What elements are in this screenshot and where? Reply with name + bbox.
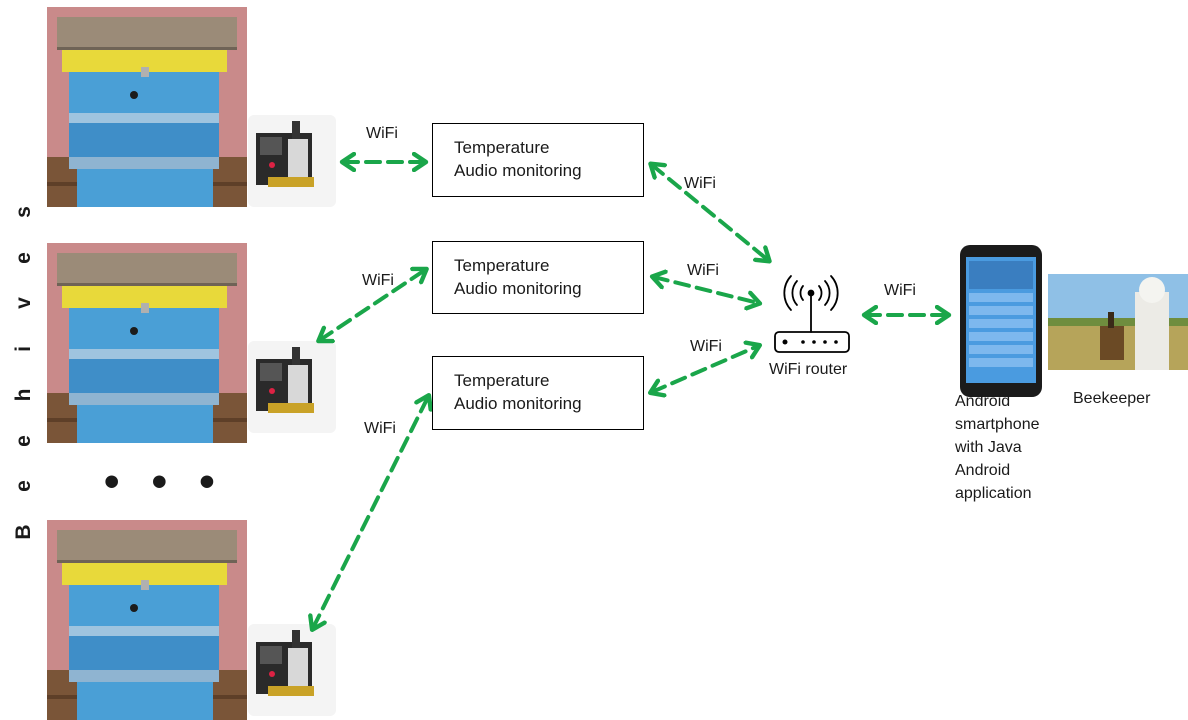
wifi-router-icon bbox=[774, 275, 850, 353]
monitor-box-3-line1: Temperature bbox=[454, 371, 550, 390]
smartphone-label: Android smartphone with Java Android app… bbox=[955, 390, 1040, 505]
beehives-label-letter: e bbox=[12, 480, 35, 493]
beehives-label-letter: e bbox=[12, 434, 35, 447]
smartphone-image bbox=[960, 245, 1042, 397]
sensor-board-3 bbox=[248, 624, 336, 716]
wifi-label-1: WiFi bbox=[366, 125, 398, 142]
monitor-box-2-line2: Audio monitoring bbox=[454, 279, 582, 298]
wifi-label-2: WiFi bbox=[362, 272, 394, 289]
beehives-label-letter: e bbox=[12, 251, 35, 264]
arrow-monitor1-router bbox=[652, 165, 768, 260]
beehive-photo-3 bbox=[47, 520, 247, 720]
monitor-box-1-line1: Temperature bbox=[454, 138, 550, 157]
monitor-box-2-line1: Temperature bbox=[454, 256, 550, 275]
beehives-label-letter: i bbox=[12, 346, 35, 353]
router-leds bbox=[782, 339, 838, 345]
wifi-label-6: WiFi bbox=[690, 338, 722, 355]
smartphone-label-line2: smartphone bbox=[955, 416, 1040, 433]
beehives-label-letter: h bbox=[12, 388, 35, 402]
beehives-label-letter: v bbox=[12, 297, 35, 310]
monitor-box-1-line2: Audio monitoring bbox=[454, 161, 582, 180]
arrow-sensor2-monitor2 bbox=[320, 270, 425, 340]
beehives-label-letter: s bbox=[12, 206, 35, 218]
beehives-label-letter: B bbox=[12, 524, 35, 540]
beehive-photo-2 bbox=[47, 243, 247, 443]
wifi-label-5: WiFi bbox=[687, 262, 719, 279]
more-beehives-ellipsis: • • • bbox=[104, 457, 225, 506]
beekeeper-photo bbox=[1048, 274, 1188, 370]
smartphone-label-line4: Android bbox=[955, 462, 1011, 479]
beehive-photo-1 bbox=[47, 7, 247, 207]
wifi-label-3: WiFi bbox=[364, 420, 396, 437]
monitor-box-3: Temperature Audio monitoring bbox=[432, 356, 644, 430]
wifi-label-4: WiFi bbox=[684, 175, 716, 192]
wifi-router-label: WiFi router bbox=[769, 361, 848, 378]
arrow-monitor2-router bbox=[654, 277, 758, 303]
monitor-box-1: Temperature Audio monitoring bbox=[432, 123, 644, 197]
beekeeper-label: Beekeeper bbox=[1073, 390, 1151, 407]
sensor-board-2 bbox=[248, 341, 336, 433]
monitor-box-2: Temperature Audio monitoring bbox=[432, 241, 644, 314]
sensor-board-1 bbox=[248, 115, 336, 207]
wifi-label-7: WiFi bbox=[884, 282, 916, 299]
monitor-box-3-line2: Audio monitoring bbox=[454, 394, 582, 413]
smartphone-label-line1: Android bbox=[955, 393, 1011, 410]
arrow-sensor3-monitor3 bbox=[313, 397, 428, 628]
smartphone-label-line3: with Java bbox=[955, 439, 1022, 456]
smartphone-label-line5: application bbox=[955, 485, 1032, 502]
arrow-monitor3-router bbox=[652, 346, 758, 392]
